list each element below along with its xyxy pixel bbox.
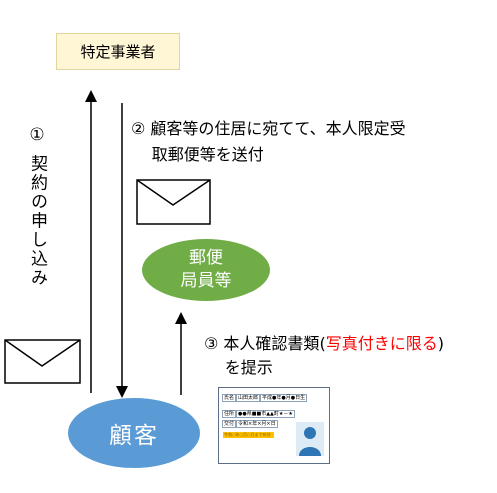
postal-staff-node: 郵便 局員等 [142,239,270,301]
id-card-name-value: 山田太郎 [236,393,261,402]
envelope-icon [4,339,81,384]
id-card: 氏名 山田太郎 平成●年●月●日生 住所 ●●県■■市▲▲町★－★ 交付 令和×… [218,387,330,464]
business-operator-label: 特定事業者 [80,43,156,61]
step2-line2: 取郵便等を送付 [151,145,264,164]
id-card-name-label: 氏名 [222,393,237,402]
postal-line1: 郵便 [189,248,223,268]
step3-line2: を提示 [224,358,273,377]
id-card-validity-highlight: 令和○年○月○日まで有効 [223,432,274,438]
id-card-row-address: 住所 ●●県■■市▲▲町★－★ [222,409,295,418]
id-card-row-name: 氏名 山田太郎 平成●年●月●日生 [222,393,308,402]
step2-text: ② 顧客等の住居に宛てて、本人限定受 取郵便等を送付 [131,116,471,168]
id-card-issue-label: 交付 [222,419,237,428]
step1-contract-text: ① 契約の申し込み [27,125,47,288]
id-card-address-label: 住所 [222,409,237,418]
id-card-birth-value: 平成●年●月●日生 [260,393,308,402]
person-photo-icon [296,422,324,456]
customer-label: 顧客 [109,423,159,449]
customer-node: 顧客 [68,398,200,468]
step3-red-note: 写真付きに限る [325,334,438,353]
id-card-issue-value: 令和×年×月×日 [236,419,278,428]
step3-text: ③ 本人確認書類(写真付きに限る) を提示 [204,332,494,380]
step2-line1: ② 顧客等の住居に宛てて、本人限定受 [131,119,406,138]
business-operator-box: 特定事業者 [56,33,180,70]
id-card-row-issue: 交付 令和×年×月×日 [222,419,278,428]
step3-paren-open: ( [319,334,326,353]
step3-paren-close: ) [437,334,444,353]
id-card-address-value: ●●県■■市▲▲町★－★ [236,409,295,418]
step3-lead: ③ 本人確認書類 [204,334,320,353]
envelope-icon [136,179,211,225]
postal-line2: 局員等 [180,271,232,291]
